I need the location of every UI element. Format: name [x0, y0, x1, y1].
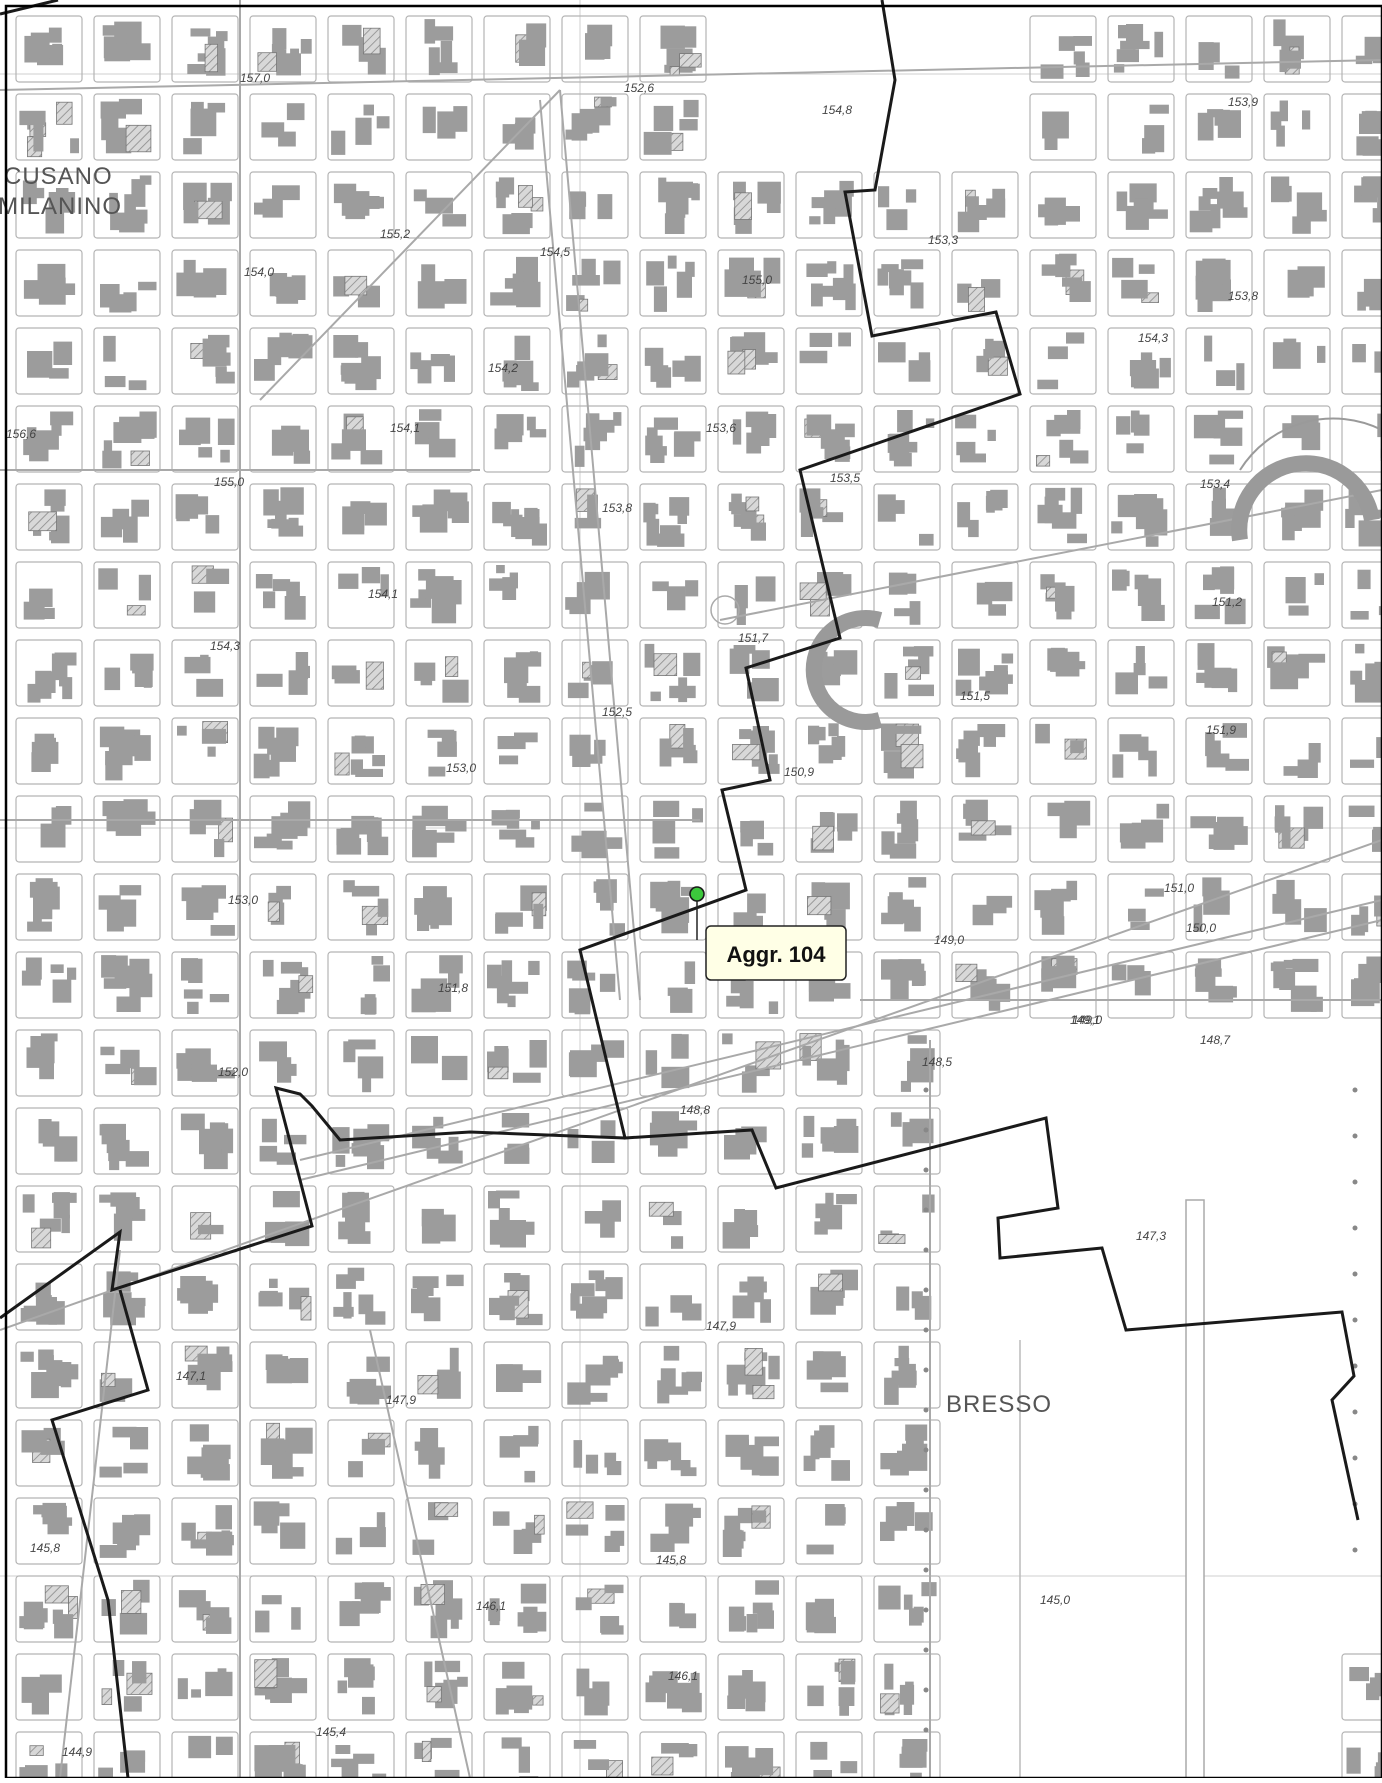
elevation-label: 144,9	[62, 1745, 92, 1759]
elevation-label: 155,0	[742, 273, 772, 287]
elevation-label: 151,2	[1212, 595, 1242, 609]
elevation-label: 154,3	[1138, 331, 1168, 345]
elevation-label: 145,0	[1040, 1593, 1070, 1607]
elevation-label: 154,8	[822, 103, 852, 117]
map-features	[710, 417, 1382, 1779]
elevation-label: 147,9	[386, 1393, 416, 1407]
place-name-bresso: BRESSO	[946, 1391, 1052, 1418]
elevation-label: 151,8	[438, 981, 468, 995]
elevation-label: 152,6	[624, 81, 654, 95]
elevation-label: 149,1	[1070, 1013, 1100, 1027]
elevation-label: 151,5	[960, 689, 990, 703]
place-name-milanino: MILANINO	[0, 193, 122, 220]
elevation-label: 157,0	[240, 71, 270, 85]
elevation-label: 153,0	[228, 893, 258, 907]
elevation-label: 156,6	[6, 427, 36, 441]
elevation-label: 149,0	[934, 933, 964, 947]
elevation-label: 154,1	[390, 421, 420, 435]
elevation-label: 148,7	[1200, 1033, 1231, 1047]
elevation-label: 146,1	[476, 1599, 506, 1613]
buildings	[19, 19, 1382, 1783]
elevation-label: 147,9	[706, 1319, 736, 1333]
elevation-label: 154,2	[488, 361, 518, 375]
elevation-label: 153,5	[830, 471, 860, 485]
elevation-label: 145,8	[656, 1553, 686, 1567]
elevation-label: 153,9	[1228, 95, 1258, 109]
elevation-label: 155,2	[380, 227, 410, 241]
elevation-label: 154,1	[368, 587, 398, 601]
elevation-label: 154,3	[210, 639, 240, 653]
elevation-label: 150,0	[1186, 921, 1216, 935]
elevation-label: 148,8	[680, 1103, 710, 1117]
elevation-label: 145,8	[30, 1541, 60, 1555]
elevation-label: 146,1	[668, 1669, 698, 1683]
elevation-label: 153,6	[706, 421, 736, 435]
elevation-label: 145,4	[316, 1725, 346, 1739]
elevation-label: 152,0	[218, 1065, 248, 1079]
elevation-label: 147,3	[1136, 1229, 1166, 1243]
elevation-label: 149,0	[1072, 1013, 1102, 1027]
elevation-label: 151,0	[1164, 881, 1194, 895]
elevation-label: 153,3	[928, 233, 958, 247]
place-name-cusano: CUSANO	[4, 163, 113, 190]
elevation-label: 150,9	[784, 765, 814, 779]
marker-label[interactable]: Aggr. 104	[726, 942, 826, 967]
elevation-label: 155,0	[214, 475, 244, 489]
elevation-label: 148,5	[922, 1055, 952, 1069]
elevation-label: 153,8	[1228, 289, 1258, 303]
map-labels: CUSANO MILANINO BRESSO 157,0 152,6 154,8…	[0, 71, 1258, 1759]
elevation-label: 151,9	[1206, 723, 1236, 737]
elevation-label: 152,5	[602, 705, 632, 719]
elevation-label: 147,1	[176, 1369, 206, 1383]
elevation-label: 151,7	[738, 631, 769, 645]
elevation-label: 153,0	[446, 761, 476, 775]
elevation-label: 154,0	[244, 265, 274, 279]
marker-label-box[interactable]	[705, 925, 847, 981]
elevation-label: 153,4	[1200, 477, 1230, 491]
elevation-label: 153,8	[602, 501, 632, 515]
elevation-label: 154,5	[540, 245, 570, 259]
aggregate-marker[interactable]: Aggr. 104	[689, 886, 847, 981]
marker-pin-icon[interactable]	[689, 886, 705, 902]
